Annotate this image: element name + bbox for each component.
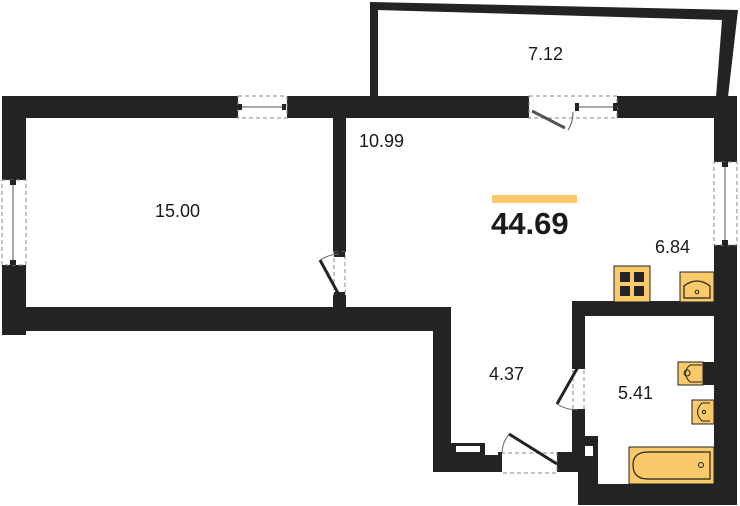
room-area-balcony: 7.12 xyxy=(528,44,564,64)
room-area-bathroom: 5.41 xyxy=(618,383,654,403)
window-top-bedroom xyxy=(237,95,288,119)
balcony-outline xyxy=(370,2,738,97)
stove-icon xyxy=(613,265,651,303)
room-area-living: 10.99 xyxy=(359,131,405,151)
total-area: 44.69 xyxy=(491,206,569,241)
total-area-accent-bar xyxy=(492,195,577,203)
sink-icon xyxy=(679,271,715,303)
washbasin-icon xyxy=(691,399,715,425)
toilet-icon xyxy=(677,361,714,386)
room-area-bedroom: 15.00 xyxy=(155,201,201,221)
entry-door xyxy=(498,432,558,474)
room-area-kitchen: 6.84 xyxy=(655,237,691,257)
window-right-kitchen xyxy=(713,161,738,246)
door-bedroom xyxy=(318,251,346,297)
door-bathroom xyxy=(555,364,585,414)
balcony-door-window xyxy=(528,95,618,131)
room-area-hallway: 4.37 xyxy=(489,364,525,384)
bathtub-icon xyxy=(628,446,715,485)
window-left-bedroom xyxy=(1,179,27,266)
walls xyxy=(2,96,737,505)
